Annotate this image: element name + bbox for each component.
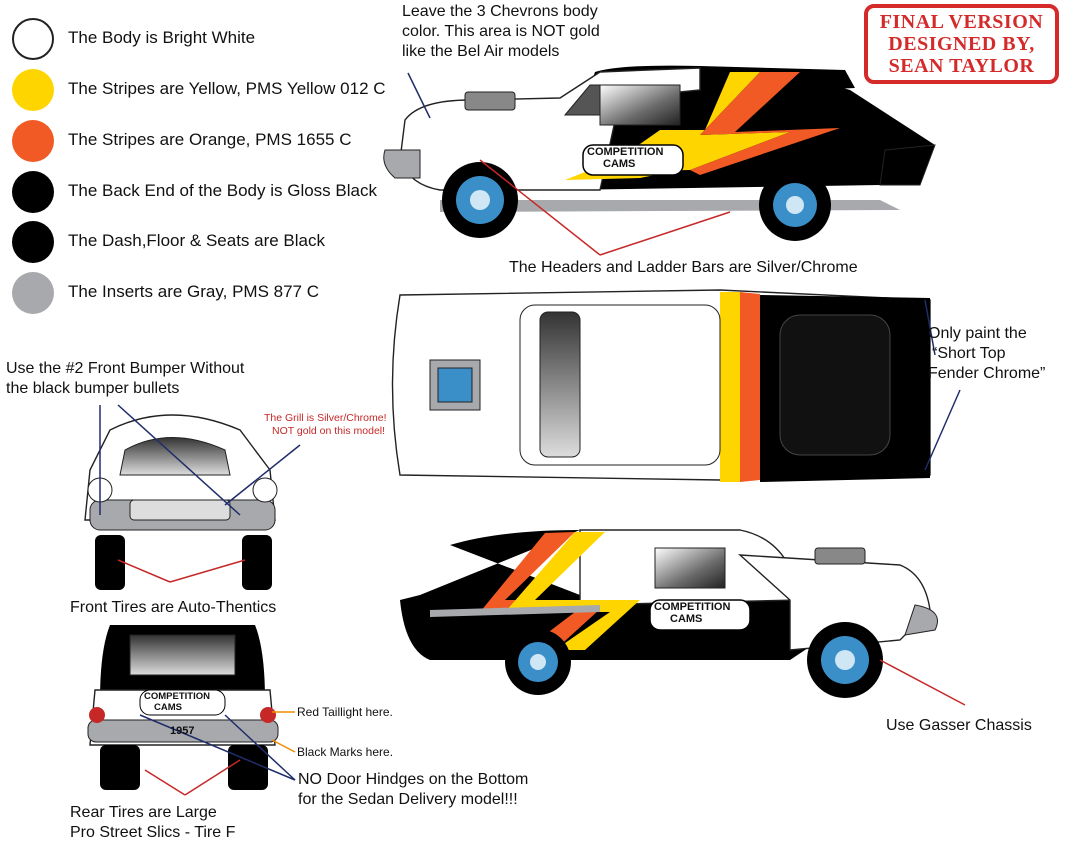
legend-label: The Stripes are Orange, PMS 1655 C xyxy=(68,130,352,149)
top-view xyxy=(391,289,961,482)
note-fender-chrome: Only paint the “Short Top Fender Chrome” xyxy=(928,325,1046,382)
legend-label: The Back End of the Body is Gloss Black xyxy=(68,181,377,200)
white-swatch xyxy=(12,18,54,60)
side-view-top xyxy=(383,65,936,256)
note-chevrons: Leave the 3 Chevrons body color. This ar… xyxy=(402,3,600,60)
rear-view xyxy=(87,625,296,796)
note-front-bumper: Use the #2 Front Bumper Without the blac… xyxy=(6,360,245,397)
black-swatch xyxy=(12,171,54,213)
note-black-marks: Black Marks here. xyxy=(297,745,394,759)
note-rear-tires: Rear Tires are Large Pro Street Slics - … xyxy=(70,804,236,841)
stamp-line-1: FINAL VERSION xyxy=(879,11,1044,33)
license-plate: 1957 xyxy=(170,725,195,737)
note-gasser-chassis: Use Gasser Chassis xyxy=(886,717,1032,734)
orange-swatch xyxy=(12,120,54,162)
legend-label: The Dash,Floor & Seats are Black xyxy=(68,231,326,250)
final-version-stamp: FINAL VERSION DESIGNED BY, SEAN TAYLOR xyxy=(864,4,1059,84)
front-view xyxy=(84,404,301,590)
gray-swatch xyxy=(12,272,54,314)
legend-label: The Inserts are Gray, PMS 877 C xyxy=(68,282,319,301)
note-grill: The Grill is Silver/Chrome! NOT gold on … xyxy=(264,412,387,437)
side-view-bottom xyxy=(400,529,966,706)
note-headers: The Headers and Ladder Bars are Silver/C… xyxy=(509,259,858,276)
yellow-swatch xyxy=(12,69,54,111)
note-door-hinges: NO Door Hindges on the Bottom for the Se… xyxy=(298,771,529,808)
stamp-line-3: SEAN TAYLOR xyxy=(888,55,1035,77)
black-swatch xyxy=(12,221,54,263)
legend-label: The Stripes are Yellow, PMS Yellow 012 C xyxy=(68,79,386,98)
note-front-tires: Front Tires are Auto-Thentics xyxy=(70,599,277,616)
legend-label: The Body is Bright White xyxy=(68,28,256,47)
stamp-line-2: DESIGNED BY, xyxy=(888,33,1035,55)
note-red-taillight: Red Taillight here. xyxy=(297,705,393,719)
